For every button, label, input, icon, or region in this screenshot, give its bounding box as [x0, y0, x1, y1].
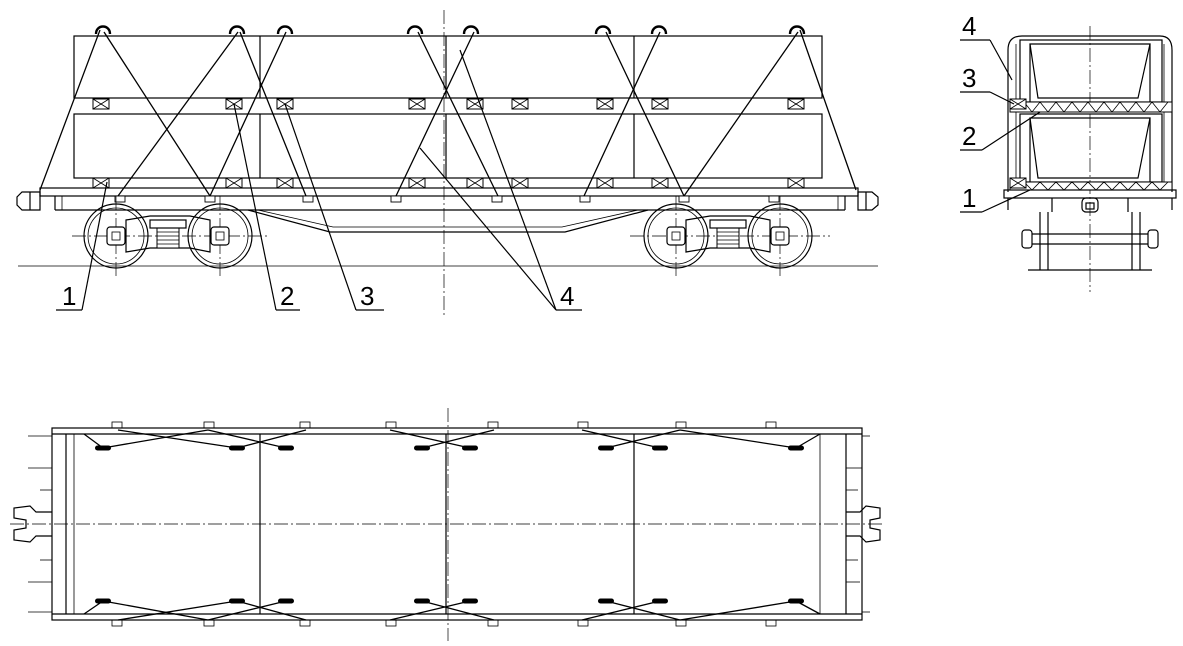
end-stanchions [1007, 35, 1173, 192]
plan-coupler-right [846, 505, 881, 543]
cargo-lower-tier [73, 113, 823, 179]
coupler-right [857, 191, 879, 211]
plan-end-stubs [28, 435, 870, 613]
side-view: 1 2 3 4 [16, 10, 879, 318]
spacer-blocks-middle [92, 98, 805, 110]
plan-wires-top [83, 429, 821, 449]
bogie-right [630, 196, 830, 278]
cargo-upper-tier [73, 35, 823, 99]
side-callout-1: 1 [62, 281, 76, 311]
end-callout-1: 1 [962, 183, 976, 213]
end-callout-3: 3 [962, 63, 976, 93]
end-underframe [1007, 197, 1173, 271]
tie-wires [39, 29, 857, 197]
end-callout-2: 2 [962, 121, 976, 151]
stake-pockets [114, 195, 780, 203]
end-callout-4: 4 [962, 11, 976, 41]
plan-coupler-left [13, 505, 52, 543]
center-sill [247, 209, 649, 233]
plan-lugs-top [95, 445, 804, 451]
end-spacer-bottom [1009, 177, 1173, 191]
end-view: 4 3 2 1 [960, 11, 1177, 292]
end-cargo-upper [1019, 39, 1163, 103]
end-callout-leaders [960, 39, 1041, 213]
tie-hooks-top [94, 25, 806, 36]
coupler-left [16, 191, 41, 211]
end-cargo-lower [1019, 113, 1163, 183]
platform-deck [39, 187, 859, 211]
end-spacer-middle [1009, 98, 1173, 113]
side-callout-3: 3 [360, 281, 374, 311]
bogie-left [72, 196, 270, 278]
plan-view [10, 408, 885, 641]
plan-lugs-bottom [95, 598, 804, 604]
side-callout-leaders [56, 49, 582, 311]
plan-wires-bottom [83, 600, 821, 621]
side-callout-2: 2 [280, 281, 294, 311]
plan-platform [51, 427, 863, 621]
side-callout-4: 4 [560, 281, 574, 311]
